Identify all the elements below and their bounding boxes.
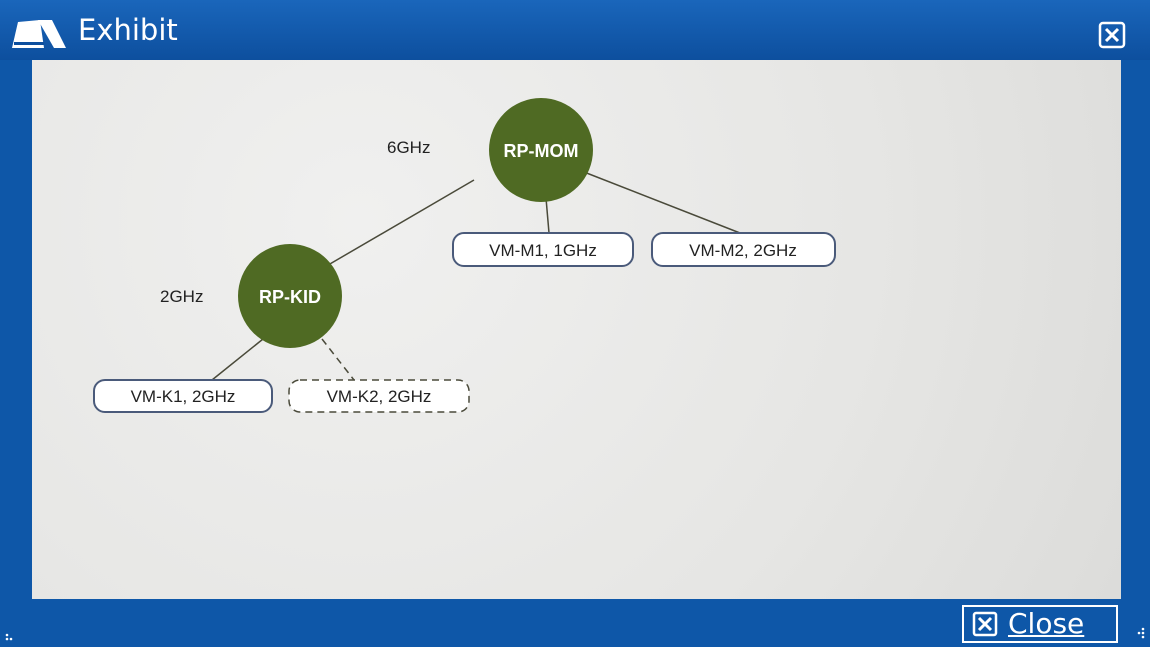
close-x-icon[interactable] bbox=[1098, 21, 1126, 49]
vm-k1-label: VM-K1, 2GHz bbox=[131, 387, 236, 406]
vm-k2-box bbox=[288, 379, 470, 413]
edge-mom-kid bbox=[322, 179, 475, 269]
edge-kid-k2 bbox=[321, 338, 355, 381]
pool-rp-mom-label: RP-MOM bbox=[504, 141, 579, 161]
pool-rp-kid-capacity: 2GHz bbox=[160, 287, 203, 306]
window-title: Exhibit bbox=[78, 13, 178, 47]
close-button-label: Close bbox=[1008, 607, 1085, 640]
pool-rp-mom-capacity: 6GHz bbox=[387, 138, 430, 157]
pool-rp-mom-node bbox=[489, 98, 593, 202]
vm-m2-label: VM-M2, 2GHz bbox=[689, 241, 797, 260]
close-x-icon bbox=[972, 611, 998, 637]
resize-grip-right-icon[interactable] bbox=[1130, 626, 1146, 642]
resource-pool-diagram: RP-MOM 6GHz RP-KID 2GHz VM-M1, 1GHz VM-M… bbox=[93, 98, 836, 413]
edge-kid-k1 bbox=[211, 334, 269, 381]
pool-rp-kid-label: RP-KID bbox=[259, 287, 321, 307]
exhibit-icon bbox=[12, 20, 66, 48]
vm-k1-box bbox=[93, 379, 273, 413]
edge-mom-m1 bbox=[545, 197, 550, 234]
title-bar: Exhibit bbox=[0, 0, 1150, 60]
edge-mom-m2 bbox=[583, 171, 741, 234]
vm-m2-box bbox=[651, 232, 836, 267]
vm-m1-label: VM-M1, 1GHz bbox=[489, 241, 597, 260]
resize-grip-left-icon[interactable] bbox=[4, 626, 20, 642]
vm-k2-label: VM-K2, 2GHz bbox=[327, 387, 432, 406]
vm-m1-box bbox=[452, 232, 634, 267]
pool-rp-kid-node bbox=[238, 244, 342, 348]
exhibit-content: RP-MOM 6GHz RP-KID 2GHz VM-M1, 1GHz VM-M… bbox=[32, 60, 1121, 599]
close-button[interactable]: Close bbox=[962, 605, 1118, 643]
